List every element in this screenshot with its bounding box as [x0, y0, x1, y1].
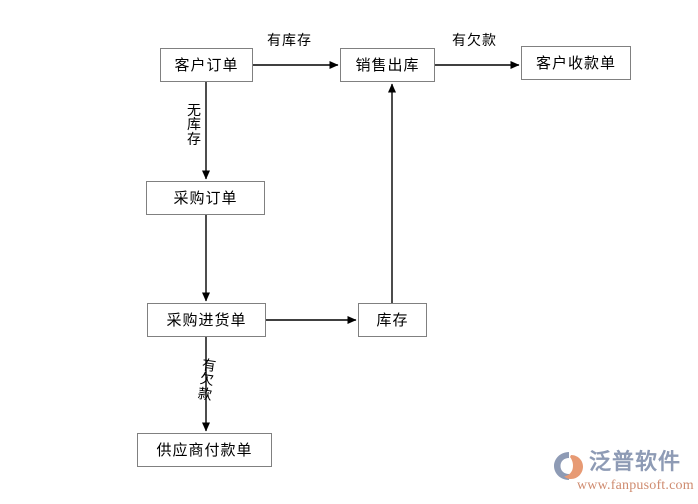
edge-label-no-stock-char-2: 库 — [187, 116, 201, 133]
node-purchase-order[interactable]: 采购订单 — [146, 181, 265, 215]
node-sales-out-label: 销售出库 — [355, 56, 420, 74]
node-purchase-receipt[interactable]: 采购进货单 — [147, 303, 266, 337]
edge-label-no-stock-char-3: 存 — [187, 130, 201, 147]
node-sales-out[interactable]: 销售出库 — [340, 48, 435, 82]
node-customer-order[interactable]: 客户订单 — [160, 48, 253, 82]
edge-label-no-stock: 无 库 存 — [186, 103, 202, 146]
edge-label-has-debt-sales: 有欠款 — [452, 32, 497, 48]
node-stock-label: 库存 — [376, 311, 409, 329]
node-customer-receipt[interactable]: 客户收款单 — [521, 46, 631, 80]
watermark-brand: 泛普软件 — [589, 449, 682, 474]
node-customer-order-label: 客户订单 — [174, 56, 239, 74]
watermark: 泛普软件 www.fanpusoft.com — [553, 448, 695, 498]
node-customer-receipt-label: 客户收款单 — [535, 54, 616, 72]
fanpu-logo-icon — [554, 452, 583, 480]
watermark-url: www.fanpusoft.com — [577, 478, 694, 493]
node-supplier-payment-label: 供应商付款单 — [156, 441, 253, 459]
node-supplier-payment[interactable]: 供应商付款单 — [137, 433, 272, 467]
edge-label-has-stock: 有库存 — [267, 32, 312, 48]
edge-label-has-debt-purchase-char-3: 款 — [196, 384, 214, 403]
node-purchase-order-label: 采购订单 — [173, 189, 238, 207]
edge-label-no-stock-char-1: 无 — [187, 102, 201, 118]
node-purchase-receipt-label: 采购进货单 — [166, 311, 247, 329]
node-stock[interactable]: 库存 — [358, 303, 427, 337]
